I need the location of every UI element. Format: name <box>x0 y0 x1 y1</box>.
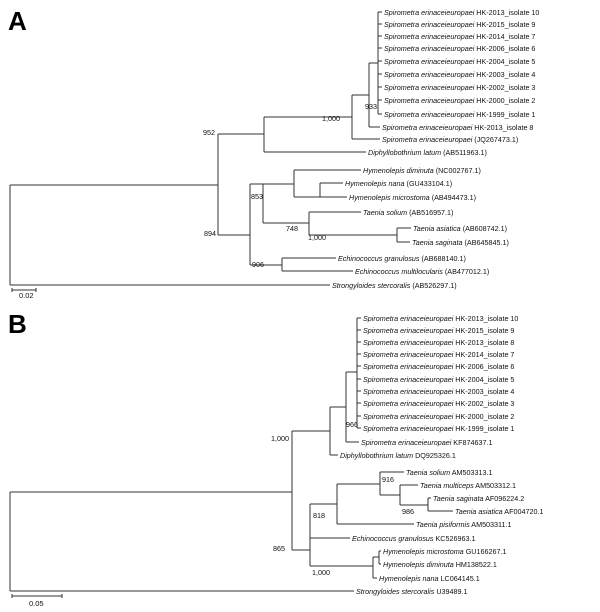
taxon-label: Echinococcus multilocularis (AB477012.1) <box>355 267 489 276</box>
taxon-label: Spirometra erinaceieuropaei HK-2003_isol… <box>363 387 514 396</box>
taxon-label: Echinococcus granulosus (AB688140.1) <box>338 254 466 263</box>
scale-bar-label: 0.02 <box>19 291 34 300</box>
panel-a-scale-bar: 0.02 <box>11 288 37 300</box>
bootstrap-value: 853 <box>251 192 263 201</box>
taxon-label: Spirometra erinaceieuropaei HK-2006_isol… <box>363 362 514 371</box>
taxon-label: Echinococcus granulosus KC526963.1 <box>352 534 475 543</box>
taxon-label: Taenia saginata AF096224.2 <box>433 494 524 503</box>
bootstrap-value: 818 <box>313 511 325 520</box>
panel-b-scale-bar: 0.05 <box>11 594 63 608</box>
taxon-label: Taenia multiceps AM503312.1 <box>420 481 516 490</box>
bootstrap-value: 952 <box>203 128 215 137</box>
panel-b-branches <box>9 317 453 592</box>
taxon-label: Hymenolepis microstoma (AB494473.1) <box>349 193 476 202</box>
panel-a-branches <box>9 11 411 286</box>
bootstrap-value: 1,000 <box>271 434 289 443</box>
taxon-label: Spirometra erinaceieuropaei HK-2002_isol… <box>384 83 535 92</box>
bootstrap-value: 1,000 <box>312 568 330 577</box>
taxon-label: Spirometra erinaceieuropaei HK-2013_isol… <box>363 338 514 347</box>
taxon-label: Spirometra erinaceieuropaei KF874637.1 <box>361 438 492 447</box>
bootstrap-value: 865 <box>273 544 285 553</box>
taxon-label: Strongyloides stercoralis (AB526297.1) <box>332 281 457 290</box>
taxon-label: Spirometra erinaceieuropaei HK-2002_isol… <box>363 399 514 408</box>
taxon-label: Hymenolepis nana LC064145.1 <box>379 574 480 583</box>
taxon-label: Taenia asiatica AF004720.1 <box>455 507 543 516</box>
taxon-label: Spirometra erinaceieuropaei (JQ267473.1) <box>382 135 518 144</box>
taxon-label: Hymenolepis microstoma GU166267.1 <box>383 547 506 556</box>
taxon-label: Spirometra erinaceieuropaei HK-2000_isol… <box>363 412 514 421</box>
taxon-label: Spirometra erinaceieuropaei HK-2006_isol… <box>384 44 535 53</box>
panel-a-bootstrap: 933 1,000 952 853 748 1,000 894 906 <box>203 102 377 269</box>
bootstrap-value: 966 <box>346 420 358 429</box>
taxon-label: Spirometra erinaceieuropaei HK-2013_isol… <box>382 123 533 132</box>
taxon-label: Hymenolepis nana (GU433104.1) <box>345 179 452 188</box>
panel-a-taxa: Spirometra erinaceieuropaei HK-2013_isol… <box>332 8 539 290</box>
scale-bar-label: 0.05 <box>29 599 44 608</box>
taxon-label: Spirometra erinaceieuropaei HK-2014_isol… <box>363 350 514 359</box>
taxon-label: Hymenolepis diminuta HM138522.1 <box>383 560 497 569</box>
taxon-label: Spirometra erinaceieuropaei HK-2000_isol… <box>384 96 535 105</box>
taxon-label: Spirometra erinaceieuropaei HK-2013_isol… <box>363 314 518 323</box>
panel-b: B <box>8 309 543 608</box>
panel-b-bootstrap: 966 1,000 916 986 818 865 1,000 <box>271 420 414 577</box>
bootstrap-value: 1,000 <box>322 114 340 123</box>
taxon-label: Spirometra erinaceieuropaei HK-1999_isol… <box>384 110 535 119</box>
taxon-label: Taenia asiatica (AB608742.1) <box>413 224 507 233</box>
bootstrap-value: 906 <box>252 260 264 269</box>
taxon-label: Spirometra erinaceieuropaei HK-2014_isol… <box>384 32 535 41</box>
taxon-label: Hymenolepis diminuta (NC002767.1) <box>363 166 481 175</box>
panel-b-taxa: Spirometra erinaceieuropaei HK-2013_isol… <box>340 314 543 596</box>
taxon-label: Diphyllobothrium latum DQ925326.1 <box>340 451 456 460</box>
taxon-label: Taenia pisiformis AM503311.1 <box>416 520 512 529</box>
bootstrap-value: 986 <box>402 507 414 516</box>
panel-a-label: A <box>8 6 27 36</box>
taxon-label: Diphyllobothrium latum (AB511963.1) <box>368 148 487 157</box>
taxon-label: Taenia solium AM503313.1 <box>406 468 492 477</box>
taxon-label: Strongyloides stercoralis U39489.1 <box>356 587 467 596</box>
bootstrap-value: 894 <box>204 229 216 238</box>
taxon-label: Taenia saginata (AB645845.1) <box>412 238 509 247</box>
taxon-label: Spirometra erinaceieuropaei HK-2015_isol… <box>384 20 535 29</box>
bootstrap-value: 916 <box>382 475 394 484</box>
bootstrap-value: 933 <box>365 102 377 111</box>
taxon-label: Spirometra erinaceieuropaei HK-2004_isol… <box>384 57 535 66</box>
taxon-label: Spirometra erinaceieuropaei HK-1999_isol… <box>363 424 514 433</box>
taxon-label: Spirometra erinaceieuropaei HK-2015_isol… <box>363 326 514 335</box>
taxon-label: Spirometra erinaceieuropaei HK-2004_isol… <box>363 375 514 384</box>
taxon-label: Spirometra erinaceieuropaei HK-2013_isol… <box>384 8 539 17</box>
taxon-label: Taenia solium (AB516957.1) <box>363 208 453 217</box>
bootstrap-value: 1,000 <box>308 233 326 242</box>
bootstrap-value: 748 <box>286 224 298 233</box>
taxon-label: Spirometra erinaceieuropaei HK-2003_isol… <box>384 70 535 79</box>
panel-b-label: B <box>8 309 27 339</box>
panel-a: A <box>8 6 539 300</box>
